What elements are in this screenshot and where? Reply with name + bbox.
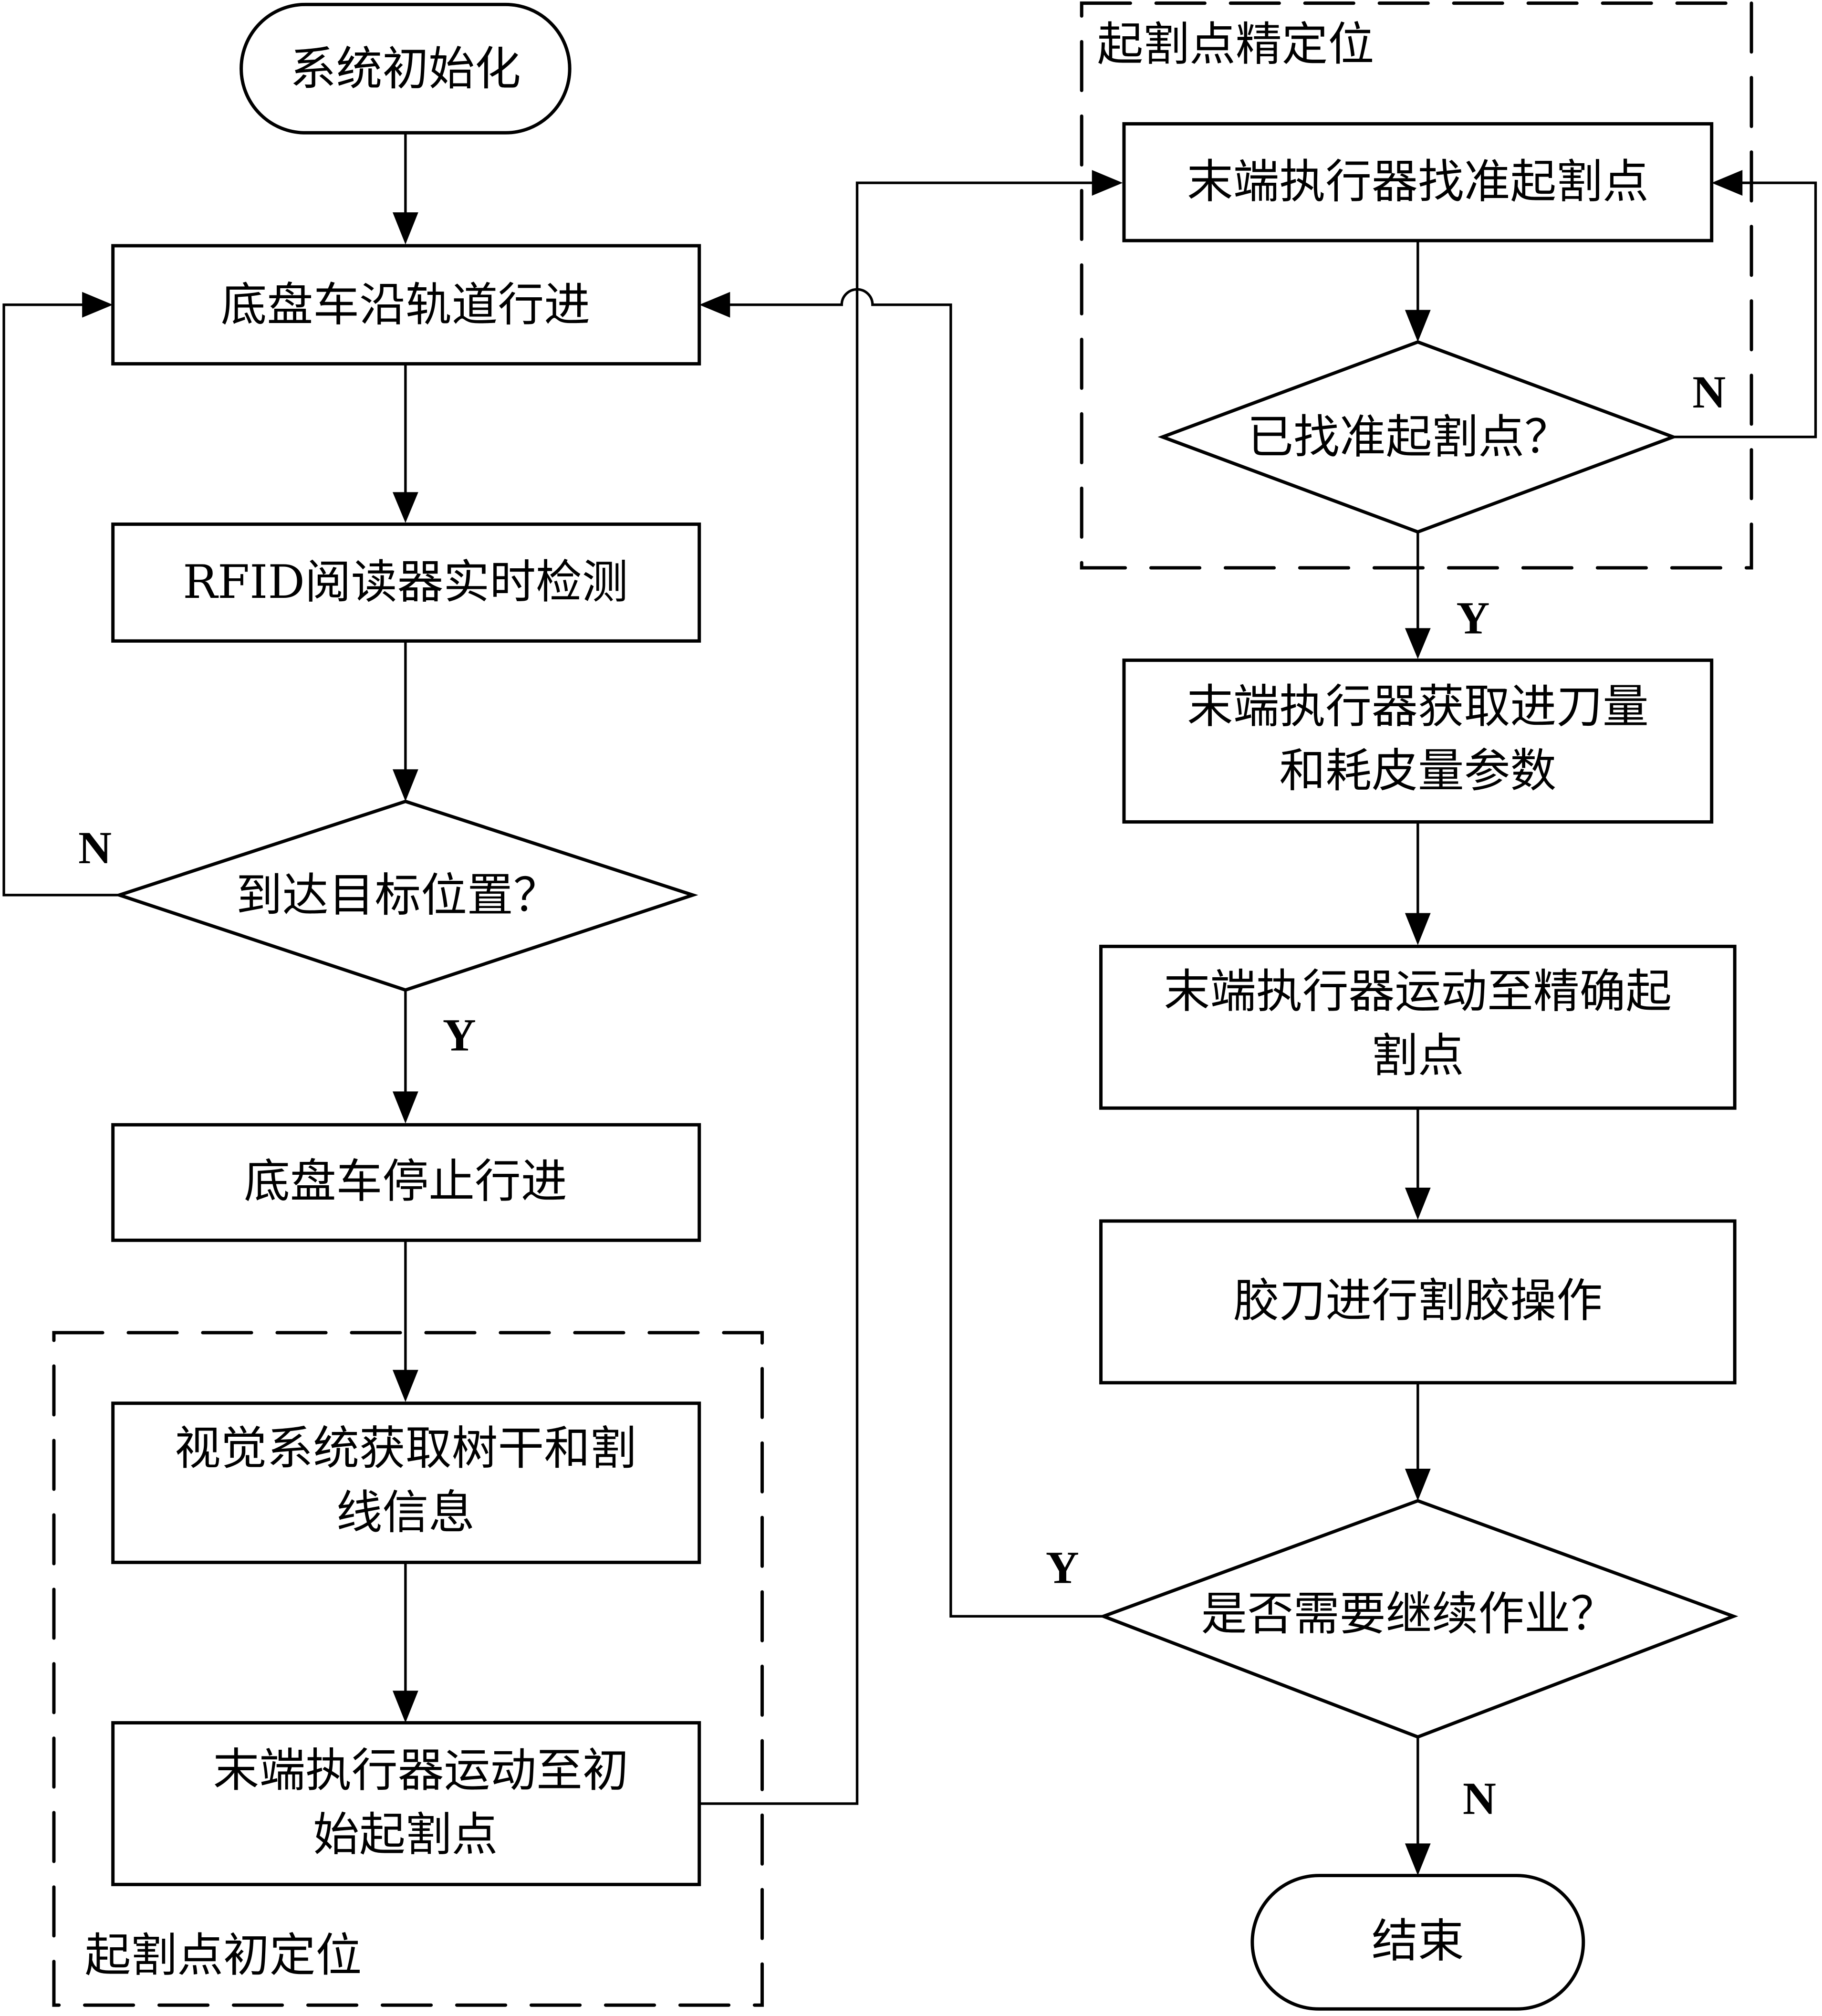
- node-found-start-point-label: 已找准起割点？: [1247, 410, 1571, 464]
- group-box-initial-positioning: [52, 1331, 764, 2007]
- arrowhead-icon: [1711, 170, 1743, 196]
- node-move-to-initial-line2: 始起割点: [313, 1807, 498, 1861]
- arrowhead-icon: [1405, 310, 1431, 342]
- edge-label-continue-no: N: [1463, 1773, 1496, 1824]
- node-move-to-initial: [111, 1721, 701, 1886]
- edge-reached-no: [2, 303, 120, 897]
- node-move-to-precise: [1099, 944, 1737, 1110]
- arrowhead-icon: [392, 1369, 418, 1402]
- node-start-label: 系统初始化: [290, 42, 521, 95]
- node-move-to-precise-line1: 末端执行器运动至精确起: [1164, 964, 1672, 1018]
- node-vision-acquire-line2: 线信息: [336, 1485, 475, 1539]
- edge-label-reached-no: N: [78, 822, 112, 873]
- arrowhead-icon: [1405, 1469, 1431, 1501]
- node-rfid-detect-label: RFID阅读器实时检测: [183, 555, 628, 609]
- node-tapping-label: 胶刀进行割胶操作: [1233, 1274, 1603, 1327]
- node-stop-vehicle: [111, 1123, 701, 1242]
- arrowhead-icon: [82, 292, 113, 318]
- node-reached-target-label: 到达目标位置？: [236, 868, 560, 922]
- node-rfid-detect: [111, 522, 701, 643]
- group-label-fine-positioning: 起割点精定位: [1097, 17, 1374, 71]
- node-stop-vehicle-label: 底盘车停止行进: [244, 1154, 567, 1208]
- node-continue-work-label: 是否需要继续作业？: [1201, 1587, 1616, 1640]
- node-tapping: [1099, 1219, 1737, 1385]
- arrowhead-icon: [1405, 1188, 1431, 1220]
- node-get-params-line1: 末端执行器获取进刀量: [1187, 679, 1649, 733]
- arrowhead-icon: [392, 769, 418, 802]
- node-find-start-point-label: 末端执行器找准起割点: [1187, 155, 1649, 209]
- node-end-label: 结束: [1372, 1914, 1464, 1968]
- arrowhead-icon: [1405, 913, 1431, 945]
- group-label-initial-positioning: 起割点初定位: [85, 1928, 362, 1982]
- node-move-to-initial-line1: 末端执行器运动至初: [213, 1744, 629, 1797]
- arrowhead-icon: [392, 492, 418, 523]
- arrowhead-icon: [1092, 170, 1123, 196]
- node-end: [1250, 1874, 1585, 2011]
- arrowhead-icon: [1405, 1843, 1431, 1876]
- edge-label-reached-yes: Y: [443, 1009, 476, 1060]
- edge-label-continue-yes: Y: [1046, 1542, 1079, 1593]
- node-move-to-precise-line2: 割点: [1372, 1029, 1464, 1083]
- arrowhead-icon: [392, 212, 418, 245]
- node-get-params: [1122, 658, 1714, 824]
- arrowhead-icon: [699, 292, 730, 318]
- edge-label-found-yes: Y: [1457, 592, 1490, 643]
- arrowhead-icon: [392, 1091, 418, 1124]
- node-vision-acquire-line1: 视觉系统获取树干和割: [175, 1421, 636, 1475]
- node-move-along-track-label: 底盘车沿轨道行进: [221, 278, 590, 332]
- edge-continue-yes: [722, 288, 1104, 1618]
- arrowhead-icon: [392, 1691, 418, 1723]
- node-get-params-line2: 和耗皮量参数: [1279, 743, 1556, 797]
- edge-found-no: [1673, 181, 1817, 439]
- arrowhead-icon: [1405, 628, 1431, 659]
- node-vision-acquire: [111, 1401, 701, 1564]
- edge-label-found-no: N: [1692, 366, 1726, 418]
- edge-initial-to-find: [699, 181, 1100, 1805]
